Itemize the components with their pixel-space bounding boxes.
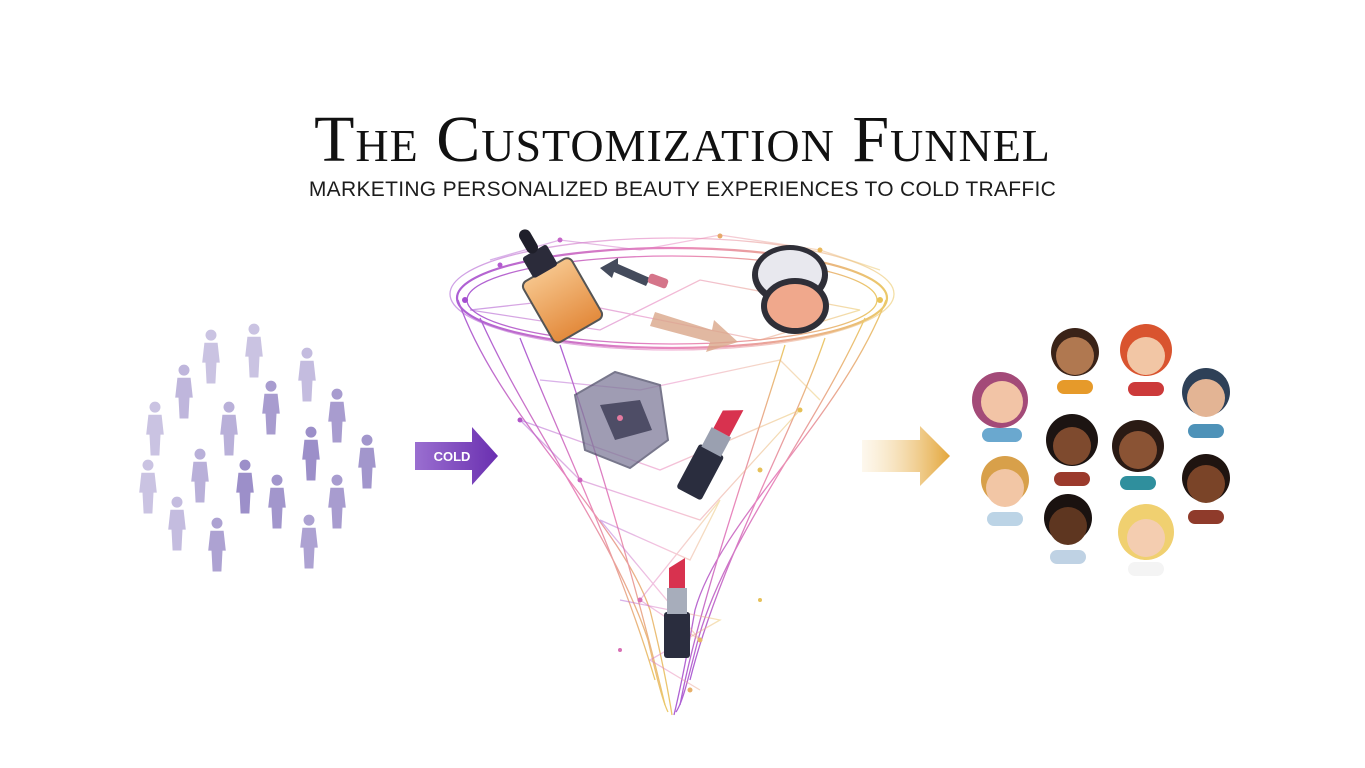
customer-face-icon bbox=[1118, 504, 1174, 576]
customer-face-icon bbox=[1046, 414, 1098, 486]
page-title: The Customization Funnel bbox=[314, 103, 1051, 176]
people-silhouette-icon bbox=[236, 459, 254, 514]
people-silhouette-icon bbox=[302, 426, 320, 481]
customer-face-icon bbox=[972, 372, 1028, 442]
people-silhouette-icon bbox=[146, 401, 164, 456]
customer-face-icon bbox=[1051, 328, 1099, 394]
people-silhouette-icon bbox=[208, 517, 226, 572]
jewelry-box-icon bbox=[573, 370, 670, 470]
arrow-right-icon bbox=[862, 426, 950, 486]
people-silhouette-icon bbox=[328, 388, 346, 443]
people-silhouette-icon bbox=[358, 434, 376, 489]
people-silhouette-icon bbox=[220, 401, 238, 456]
lipstick-icon bbox=[664, 558, 690, 658]
arrow-right-icon bbox=[650, 312, 738, 352]
people-silhouette-icon bbox=[202, 329, 220, 384]
people-silhouette-icon bbox=[262, 380, 280, 435]
funnel-nodes bbox=[462, 233, 883, 693]
people-silhouette-icon bbox=[139, 459, 157, 514]
cold-arrow: COLD bbox=[415, 427, 498, 485]
page-subtitle: MARKETING PERSONALIZED BEAUTY EXPERIENCE… bbox=[308, 178, 1057, 201]
serum-dropper-bottle-icon bbox=[519, 229, 604, 344]
funnel bbox=[449, 234, 895, 716]
compact-powder-icon bbox=[752, 245, 829, 334]
arrow-right-icon bbox=[415, 427, 498, 485]
crowd-group bbox=[139, 323, 376, 572]
dropper-icon bbox=[600, 258, 669, 289]
audience-group bbox=[972, 324, 1230, 576]
people-silhouette-icon bbox=[175, 364, 193, 419]
people-silhouette-icon bbox=[328, 474, 346, 529]
customer-face-icon bbox=[981, 456, 1029, 526]
people-silhouette-icon bbox=[298, 347, 316, 402]
people-silhouette-icon bbox=[168, 496, 186, 551]
people-silhouette-icon bbox=[268, 474, 286, 529]
customer-face-icon bbox=[1182, 368, 1230, 438]
cold-arrow-label: COLD bbox=[434, 449, 471, 464]
people-silhouette-icon bbox=[245, 323, 263, 378]
lipstick-icon bbox=[677, 410, 744, 500]
customer-face-icon bbox=[1120, 324, 1172, 396]
people-silhouette-icon bbox=[191, 448, 209, 503]
customer-face-icon bbox=[1182, 454, 1230, 524]
customer-face-icon bbox=[1112, 420, 1164, 490]
people-silhouette-icon bbox=[300, 514, 318, 569]
customer-face-icon bbox=[1044, 494, 1092, 564]
